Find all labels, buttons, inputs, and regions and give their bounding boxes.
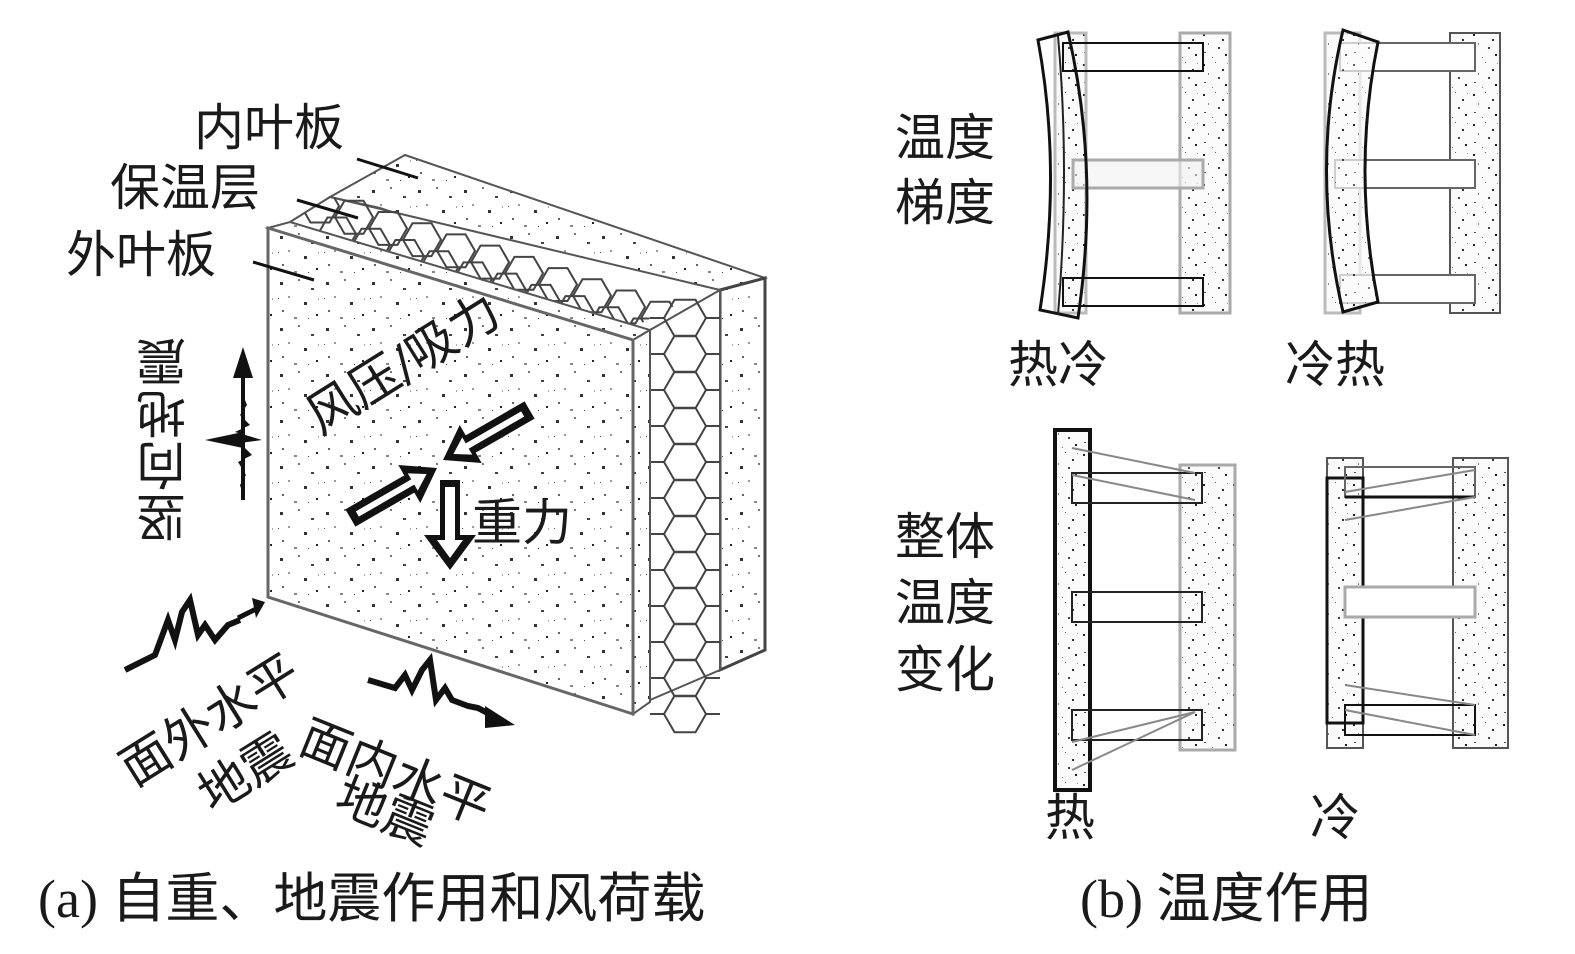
label-inner-leaf: 内叶板 <box>194 99 344 157</box>
inner-leaf-side-face <box>718 276 767 673</box>
insulation-cell <box>571 278 613 314</box>
label-gravity: 重力 <box>472 494 572 552</box>
row-label-overall-line1: 整体 <box>895 508 995 566</box>
insulation-cell <box>469 244 511 280</box>
in-plane-seismic-arrow-icon <box>367 652 515 728</box>
case-label-hot: 热 <box>1045 789 1095 847</box>
insulation-cell <box>333 199 375 235</box>
gradient-cold-hot-diagram <box>1323 28 1501 315</box>
leader-outer-leaf <box>252 260 315 282</box>
wind-pressure-arrow-icon <box>345 464 437 527</box>
insulation-cell <box>367 211 409 246</box>
out-of-plane-seismic-arrow-icon <box>123 592 265 673</box>
insulation-cell <box>605 289 647 325</box>
caption-a: (a) 自重、地震作用和风荷载 <box>38 869 706 929</box>
wind-suction-arrow-icon <box>443 401 535 464</box>
row-label-overall-line2: 温度 <box>895 574 995 632</box>
case-label-hot-cold: 热冷 <box>1008 336 1108 394</box>
label-insulation: 保温层 <box>110 159 260 217</box>
overall-cold-diagram <box>1325 457 1509 749</box>
row-label-overall-line3: 变化 <box>895 641 995 699</box>
caption-b: (b) 温度作用 <box>1080 869 1373 929</box>
gravity-arrow-icon <box>424 480 476 570</box>
label-vertical-seismic: 竖向地震 <box>136 335 194 543</box>
leader-inner-leaf <box>356 157 419 180</box>
insulation-cell <box>435 233 477 269</box>
label-outer-leaf: 外叶板 <box>66 226 216 284</box>
insulation-cell <box>503 255 545 291</box>
case-label-cold: 冷 <box>1310 789 1360 847</box>
overall-hot-diagram <box>1053 428 1237 792</box>
insulation-side-hexagons <box>650 298 720 734</box>
insulation-cell <box>537 267 579 302</box>
case-label-cold-hot: 冷热 <box>1285 336 1385 394</box>
gradient-hot-cold-diagram <box>1036 30 1232 320</box>
insulation-side-face <box>649 288 721 702</box>
insulation-cell <box>401 222 443 258</box>
outer-leaf-front-face <box>266 225 635 717</box>
outer-leaf-side-face <box>632 328 651 716</box>
sandwich-panel-drawing <box>264 153 769 734</box>
leader-insulation <box>296 198 359 220</box>
vertical-seismic-arrow-icon <box>205 347 262 500</box>
row-label-gradient-line1: 温度 <box>895 109 995 167</box>
insulation-cell <box>662 694 708 734</box>
row-label-gradient-line2: 梯度 <box>895 174 995 232</box>
